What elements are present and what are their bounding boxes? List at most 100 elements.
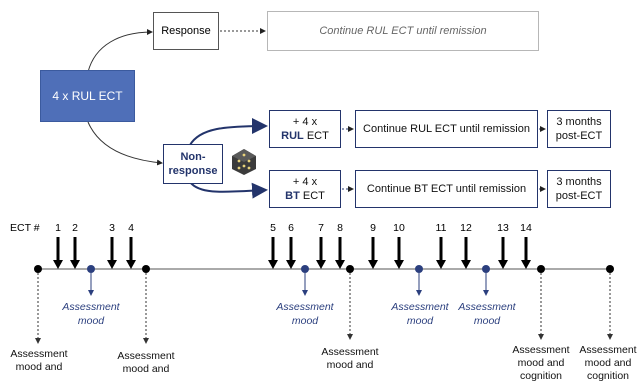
ect-num-1: 1: [55, 222, 61, 234]
ect-arrow-13: [498, 237, 508, 269]
assessment-mood-4-l1: Assessment: [458, 301, 516, 313]
black-timepoints: [34, 265, 614, 344]
ect-num-10: 10: [393, 222, 405, 234]
ect-num-7: 7: [318, 222, 324, 234]
ect-arrow-8: [335, 237, 345, 269]
ect-number-label: ECT #: [10, 222, 40, 234]
arm-bt-continue-box: Continue BT ECT until remission: [355, 170, 538, 208]
continue-response-box: Continue RUL ECT until remission: [267, 11, 539, 51]
nonresponse-line1: Non-: [180, 151, 206, 163]
ect-arrow-7: [316, 237, 326, 269]
assessment-2-l1: Assessment: [117, 350, 175, 362]
assessment-mood-1-l1: Assessment: [62, 301, 120, 313]
ect-num-8: 8: [337, 222, 343, 234]
assessment-mood-1-l2: mood: [77, 315, 105, 327]
timepoint-blue-1: [87, 265, 95, 296]
response-box: Response: [153, 12, 219, 50]
arm-rul-rest: ECT: [303, 130, 329, 142]
assessment-5-l2: mood and: [584, 357, 632, 369]
arm-rul-box: + 4 x RUL ECT: [269, 110, 341, 148]
arm-rul-followup-box: 3 months post-ECT: [547, 110, 611, 148]
timepoint-blue-4: [482, 265, 490, 296]
assessment-mood-4: Assessment mood: [452, 300, 522, 328]
assessment-mood-1: Assessment mood: [56, 300, 126, 328]
assessment-3-l2: mood and: [326, 359, 374, 371]
assessment-mood-cognition-1: Assessment mood and: [3, 348, 75, 374]
assessment-mood-cognition-4: Assessment mood and cognition: [505, 344, 577, 383]
assessment-mood-2: Assessment mood: [270, 300, 340, 328]
connector-start-to-nonresponse: [87, 121, 163, 166]
assessment-mood-cognition-5: Assessment mood and cognition: [574, 344, 642, 383]
nonresponse-box: Non- response: [163, 144, 223, 184]
ect-arrow-1: [53, 237, 63, 269]
assessment-mood-3: Assessment mood: [385, 300, 455, 328]
timepoint-black-3: [346, 265, 354, 340]
ect-arrow-4: [126, 237, 136, 269]
ect-arrow-14: [521, 237, 531, 269]
arm-bt-plus: + 4 x: [292, 176, 318, 188]
arm-bt-continue-label: Continue BT ECT until remission: [366, 183, 527, 195]
connector-start-to-response: [87, 29, 153, 73]
assessment-mood-4-l2: mood: [473, 315, 501, 327]
arm-bt-followup-box: 3 months post-ECT: [547, 170, 611, 208]
ect-arrow-11: [436, 237, 446, 269]
assessment-mood-cognition-2: Assessment mood and: [110, 350, 182, 376]
blue-timepoints: [87, 265, 490, 296]
ect-arrow-3: [107, 237, 117, 269]
ect-num-11: 11: [435, 222, 447, 234]
ect-num-4: 4: [128, 222, 134, 234]
ect-num-12: 12: [460, 222, 472, 234]
ect-arrow-10: [394, 237, 404, 269]
ect-arrow-9: [368, 237, 378, 269]
arm-rul-continue-box: Continue RUL ECT until remission: [355, 110, 538, 148]
ect-arrow-5: [268, 237, 278, 269]
timepoint-black-4: [537, 265, 545, 340]
ect-num-3: 3: [109, 222, 115, 234]
ect-arrows: [53, 237, 531, 269]
assessment-mood-3-l2: mood: [406, 315, 434, 327]
ect-num-9: 9: [370, 222, 376, 234]
arm-bt-rest: ECT: [299, 190, 325, 202]
timepoint-black-5: [606, 265, 614, 340]
ect-num-13: 13: [497, 222, 509, 234]
randomization-die-icon: [229, 147, 259, 177]
timepoint-blue-3: [415, 265, 423, 296]
arm-bt-followup-l1: 3 months: [556, 176, 602, 188]
arm-bt-bold: BT: [285, 190, 300, 202]
timepoint-black-2: [142, 265, 150, 344]
start-box: 4 x RUL ECT: [40, 70, 135, 122]
assessment-1-l2: mood and: [15, 361, 63, 373]
ect-arrow-2: [70, 237, 80, 269]
arm-bt-followup-l2: post-ECT: [555, 190, 603, 202]
ect-num-5: 5: [270, 222, 276, 234]
assessment-mood-3-l1: Assessment: [391, 301, 449, 313]
arm-bt-box: + 4 x BT ECT: [269, 170, 341, 208]
timepoint-black-1: [34, 265, 42, 344]
ect-arrow-12: [461, 237, 471, 269]
ect-num-2: 2: [72, 222, 78, 234]
assessment-5-l1: Assessment: [579, 344, 637, 356]
start-label: 4 x RUL ECT: [52, 89, 123, 103]
assessment-mood-2-l2: mood: [291, 315, 319, 327]
assessment-4-l2: mood and: [517, 357, 565, 369]
assessment-2-l2: mood and: [122, 363, 170, 375]
ect-num-14: 14: [520, 222, 532, 234]
nonresponse-line2: response: [168, 165, 218, 177]
assessment-mood-2-l1: Assessment: [276, 301, 334, 313]
assessment-3-l1: Assessment: [321, 346, 379, 358]
arm-rul-continue-label: Continue RUL ECT until remission: [363, 123, 530, 135]
arm-rul-treatment: RUL ECT: [281, 129, 329, 143]
assessment-4-l1: Assessment: [512, 344, 570, 356]
arm-bt-treatment: BT ECT: [285, 189, 325, 203]
timepoint-blue-2: [301, 265, 309, 296]
assessment-1-l1: Assessment: [10, 348, 68, 360]
ect-num-6: 6: [288, 222, 294, 234]
arm-rul-followup-l1: 3 months: [556, 116, 602, 128]
connector-nonresponse-to-bt: [189, 181, 268, 199]
arm-rul-followup-l2: post-ECT: [555, 130, 603, 142]
response-label: Response: [161, 25, 211, 37]
arm-rul-bold: RUL: [281, 130, 304, 142]
connector-nonresponse-to-rul: [189, 118, 268, 146]
arm-rul-plus: + 4 x: [292, 116, 318, 128]
